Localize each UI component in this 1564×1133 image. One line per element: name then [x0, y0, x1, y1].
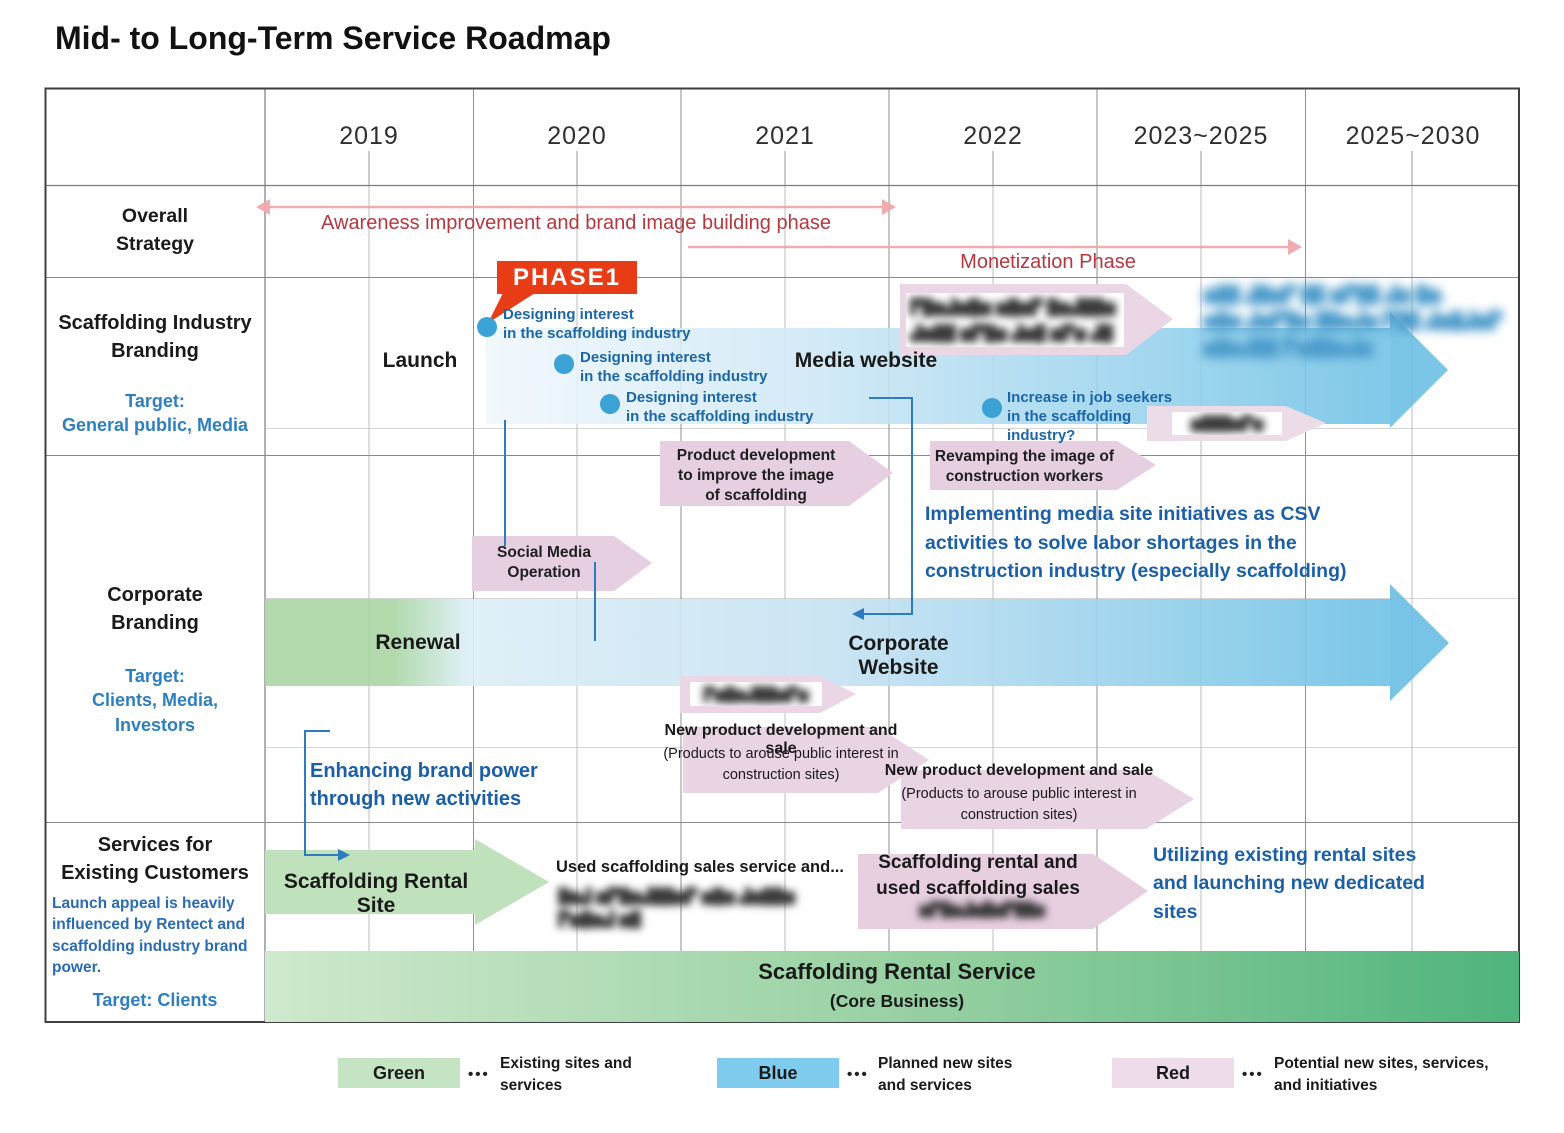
legend-red-desc: Potential new sites, services, and initi…: [1274, 1055, 1489, 1094]
new-product-2-arrow: [901, 770, 1194, 829]
product-dev-arrow: [660, 441, 893, 506]
services-note: Launch appeal is heavily influenced by R…: [52, 895, 248, 977]
rental-site-arrow: [265, 839, 549, 925]
utilizing-sites-note: Utilizing existing rental sites and laun…: [1153, 844, 1425, 923]
launch-label: Launch: [382, 349, 458, 372]
redacted-text: ▆███▆▛▆: [1190, 415, 1264, 431]
core-business-band: [265, 951, 1519, 1022]
media-kickoff-redacted-box: ▛█▆▟▆█▆ ▆█▆▛ █▆▟██▆ ▟▆██ ▆▛█▆ ▟▆█ ▆▛▆ ▟█: [906, 293, 1124, 347]
connectors: [304, 397, 913, 861]
column-header-2025-2030: 2025~2030: [1345, 122, 1481, 150]
used-sales-redacted: █▆▟ ▆▛█▆▟██▆▛ ▆█▆ ▟▆██▆ ▛▆█▆▟ ▆█: [558, 888, 795, 928]
awareness-phase-arrow: [256, 199, 896, 215]
csv-initiative-note: Implementing media site initiatives as C…: [925, 503, 1347, 583]
row-label-scaffolding-branding: Scaffolding Industry Branding: [58, 312, 252, 363]
revamping-label: Revamping the image of construction work…: [934, 448, 1115, 486]
legend-green-dots: •••: [468, 1066, 490, 1083]
column-header-2021: 2021: [755, 122, 815, 150]
legend-green-desc: Existing sites and services: [500, 1055, 632, 1094]
corporate-small-redacted-box: ▛▆█▆▟██▆▛▆: [690, 682, 822, 706]
revamping-arrow: [930, 441, 1156, 490]
corporate-target: Target: Clients, Media, Investors: [91, 666, 219, 735]
phase1-badge: PHASE1: [497, 261, 637, 294]
legend-blue-desc: Planned new sites and services: [878, 1055, 1013, 1094]
social-media-arrow: [472, 536, 652, 591]
corporate-website-label: Corporate Website: [848, 632, 949, 679]
rental-used-sales-label: Scaffolding rental and used scaffolding …: [876, 852, 1080, 899]
legend-blue-dots: •••: [847, 1066, 869, 1083]
scaffolding-target: Target: General public, Media: [61, 391, 249, 436]
used-sales-label: Used scaffolding sales service and...: [556, 858, 844, 876]
column-header-2019: 2019: [339, 122, 399, 150]
row-label-overall-strategy: Overall Strategy: [115, 205, 195, 255]
column-header-2022: 2022: [963, 122, 1023, 150]
row-label-services: Services for Existing Customers: [61, 834, 249, 885]
monetization-phase-label: Monetization Phase: [960, 251, 1136, 273]
new-product-1-arrow: [683, 727, 929, 793]
phase1-callout-tail: [488, 293, 535, 323]
media-website-label: Media website: [794, 349, 938, 372]
renewal-label: Renewal: [375, 631, 461, 654]
designing-interest-1: Designing interest in the scaffolding in…: [503, 306, 691, 342]
new-product-2-title: New product development and sale: [884, 762, 1154, 779]
row-label-corporate-branding: Corporate Branding: [107, 584, 203, 635]
rental-used-sales-arrow: [858, 854, 1148, 929]
designing-interest-3: Designing interest in the scaffolding in…: [626, 389, 814, 425]
column-header-2020: 2020: [547, 122, 607, 150]
new-product-2-sub: (Products to arouse public interest in c…: [901, 786, 1137, 824]
rental-site-label: Scaffolding Rental Site: [283, 870, 469, 917]
awareness-phase-label: Awareness improvement and brand image bu…: [321, 212, 831, 234]
redacted-text: ▛█▆▟▆█▆ ▆█▆▛ █▆▟██▆ ▟▆██ ▆▛█▆ ▟▆█ ▆▛▆ ▟█: [910, 299, 1116, 343]
social-media-label: Social Media Operation: [497, 544, 591, 582]
monetization-phase-arrow: [688, 239, 1302, 255]
core-business-sub: (Core Business): [829, 991, 965, 1011]
enhancing-brand-note: Enhancing brand power through new activi…: [310, 760, 538, 810]
milestone-circles: [477, 317, 1002, 418]
legend-blue-swatch: Blue: [717, 1058, 839, 1088]
legend-red-dots: •••: [1242, 1066, 1264, 1083]
blue-redacted-paragraph: ▆██ ▟█▆▛ ██ ▆▛██ ▟▆ █▆, ▆█▆ ▟▆▛█▆ ██▆▟▆ …: [1203, 285, 1503, 357]
new-product-1-title: New product development and sale: [664, 722, 898, 757]
redacted-text: ▛▆█▆▟██▆▛▆: [703, 686, 809, 702]
scaffolding-small-redacted-box: ▆███▆▛▆: [1172, 412, 1282, 435]
column-header-2023-2025: 2023~2025: [1133, 122, 1269, 150]
job-seekers-note: Increase in job seekers in the scaffoldi…: [1007, 389, 1173, 444]
corporate-website-arrow-band: [265, 584, 1449, 701]
core-business-title: Scaffolding Rental Service: [758, 959, 1036, 984]
legend-green-swatch: Green: [338, 1058, 460, 1088]
new-product-1-sub: (Products to arouse public interest in c…: [663, 746, 899, 784]
page-title: Mid- to Long-Term Service Roadmap: [55, 20, 611, 56]
designing-interest-2: Designing interest in the scaffolding in…: [580, 349, 768, 385]
legend-red-swatch: Red: [1112, 1058, 1234, 1088]
services-target: Target: Clients: [92, 990, 218, 1010]
product-dev-label: Product development to improve the image…: [676, 447, 836, 505]
rental-used-redacted: ▆▛█▆▟▆█▆▛██▆: [919, 901, 1045, 917]
